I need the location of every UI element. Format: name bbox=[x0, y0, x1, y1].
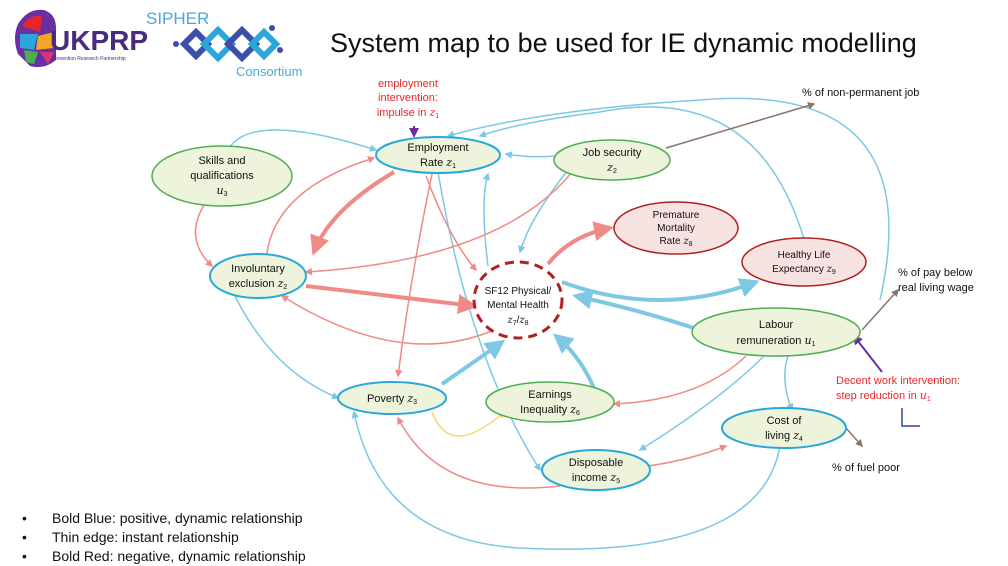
svg-text:Poverty z3: Poverty z3 bbox=[367, 392, 417, 406]
edge-employment-to-disposable bbox=[437, 171, 541, 472]
step-function-icon bbox=[901, 408, 920, 427]
svg-text:living z4: living z4 bbox=[765, 429, 803, 443]
svg-text:Involuntary: Involuntary bbox=[231, 263, 285, 275]
pay-below-label-line2: real living wage bbox=[898, 282, 974, 294]
node-disposable-income: Disposable income z5 bbox=[541, 449, 651, 491]
edge-poverty-to-earnings bbox=[431, 411, 506, 437]
svg-text:Skills and: Skills and bbox=[198, 155, 245, 167]
svg-text:Disposable: Disposable bbox=[569, 457, 623, 469]
node-skills-qualifications: Skills and qualifications u3 bbox=[151, 145, 293, 207]
edge-jobsecurity-to-sf12 bbox=[518, 169, 569, 254]
svg-text:step reduction in u1: step reduction in u1 bbox=[836, 389, 931, 403]
edge-jobsecurity-to-employment bbox=[504, 151, 557, 159]
non-permanent-job-label: % of non-permanent job bbox=[802, 87, 919, 99]
edge-cost-to-poverty bbox=[351, 410, 781, 550]
svg-text:z2: z2 bbox=[606, 161, 617, 175]
node-earnings-inequality: Earnings Inequality z6 bbox=[485, 381, 615, 423]
edge-disposable-to-poverty bbox=[397, 416, 561, 489]
edge-big-outer-to-employment bbox=[446, 97, 890, 301]
edge-disposable-to-cost bbox=[647, 444, 728, 467]
edge-skills-to-employment bbox=[227, 129, 378, 152]
svg-text:SF12 Physical/: SF12 Physical/ bbox=[485, 286, 552, 297]
edge-healthy-to-employment bbox=[478, 106, 807, 247]
edge-earnings-to-sf12 bbox=[552, 333, 596, 389]
edge-involuntary-to-sf12 bbox=[305, 284, 478, 315]
edge-labour-to-paybelow bbox=[861, 288, 900, 331]
edge-involuntary-to-employment bbox=[265, 156, 376, 263]
decent-work-intervention-label: Decent work intervention: step reduction… bbox=[836, 375, 960, 403]
edge-employment-to-poverty bbox=[395, 173, 433, 378]
edge-jobsecurity-to-involuntary bbox=[304, 171, 573, 276]
edge-sf12-to-involuntary bbox=[280, 295, 495, 345]
node-sf12-health: SF12 Physical/ Mental Health z7/z8 bbox=[472, 260, 564, 340]
svg-text:income z5: income z5 bbox=[572, 471, 620, 485]
svg-text:Rate z8: Rate z8 bbox=[659, 236, 692, 248]
svg-text:Inequality z6: Inequality z6 bbox=[520, 403, 580, 417]
sipher-logo: SIPHER Consortium bbox=[146, 9, 302, 79]
node-poverty: Poverty z3 bbox=[337, 381, 447, 415]
svg-text:Job security: Job security bbox=[583, 147, 642, 159]
edge-poverty-to-sf12 bbox=[440, 339, 506, 386]
sipher-nodes-icon bbox=[173, 25, 283, 53]
svg-text:employment: employment bbox=[378, 78, 438, 90]
edge-labour-to-disposable bbox=[638, 355, 765, 451]
node-premature-mortality: Premature Mortality Rate z8 bbox=[613, 201, 739, 255]
sipher-logo-subtext: Consortium bbox=[236, 64, 302, 79]
edge-skills-to-involuntary bbox=[194, 195, 214, 268]
fuel-poor-label: % of fuel poor bbox=[832, 462, 900, 474]
svg-text:impulse in z1: impulse in z1 bbox=[377, 106, 439, 120]
legend-item-bold-blue: Bold Blue: positive, dynamic relationshi… bbox=[22, 509, 306, 528]
edge-jobsecurity-to-nonpermanent bbox=[665, 102, 816, 149]
node-job-security: Job security z2 bbox=[553, 139, 671, 181]
edge-employment-to-involuntary bbox=[310, 170, 396, 256]
legend-item-bold-red: Bold Red: negative, dynamic relationship bbox=[22, 547, 306, 566]
edge-labour-to-earnings bbox=[612, 355, 747, 408]
edge-cost-to-fuelpoor bbox=[845, 427, 863, 448]
legend-list: Bold Blue: positive, dynamic relationshi… bbox=[22, 509, 306, 566]
svg-text:Earnings: Earnings bbox=[528, 389, 572, 401]
svg-text:Expectancy z9: Expectancy z9 bbox=[772, 264, 836, 276]
edge-labour-to-sf12 bbox=[572, 289, 701, 332]
node-involuntary-exclusion: Involuntary exclusion z2 bbox=[209, 253, 307, 299]
edge-labour-to-cost bbox=[784, 355, 794, 412]
sipher-chain-icon bbox=[179, 25, 281, 63]
node-cost-of-living: Cost of living z4 bbox=[721, 407, 847, 449]
legend-item-thin-edge: Thin edge: instant relationship bbox=[22, 528, 306, 547]
svg-text:exclusion z2: exclusion z2 bbox=[229, 277, 288, 291]
svg-text:Decent work intervention:: Decent work intervention: bbox=[836, 375, 960, 387]
employment-intervention-label: employment intervention: impulse in z1 bbox=[377, 78, 439, 120]
svg-text:Premature: Premature bbox=[653, 210, 700, 221]
svg-text:Cost of: Cost of bbox=[767, 415, 803, 427]
svg-text:remuneration u1: remuneration u1 bbox=[737, 334, 816, 348]
node-labour-remuneration: Labour remuneration u1 bbox=[691, 307, 861, 357]
ukprp-head-icon bbox=[15, 9, 56, 68]
ukprp-logo-subtext: Prevention Research Partnership bbox=[52, 56, 126, 62]
svg-text:Employment: Employment bbox=[407, 142, 468, 154]
ukprp-logo-text: UKPRP bbox=[50, 25, 148, 56]
svg-text:Labour: Labour bbox=[759, 319, 794, 331]
svg-text:Rate z1: Rate z1 bbox=[420, 156, 456, 170]
edge-sf12-to-premature bbox=[546, 221, 614, 266]
edge-employment-to-sf12 bbox=[425, 175, 477, 272]
svg-text:qualifications: qualifications bbox=[190, 170, 254, 182]
edge-sf12-to-employment bbox=[482, 172, 490, 267]
decent-work-intervention-arrow bbox=[852, 334, 883, 373]
pay-below-label-line1: % of pay below bbox=[898, 267, 973, 279]
node-healthy-life-expectancy: Healthy Life Expectancy z9 bbox=[741, 237, 867, 287]
svg-text:intervention:: intervention: bbox=[378, 92, 438, 104]
svg-text:z7/z8: z7/z8 bbox=[506, 315, 528, 327]
svg-text:Mortality: Mortality bbox=[657, 223, 695, 234]
sipher-logo-text: SIPHER bbox=[146, 9, 209, 28]
edge-involuntary-to-poverty bbox=[231, 289, 340, 400]
svg-text:Mental Health: Mental Health bbox=[487, 300, 549, 311]
ukprp-logo: UKPRP Prevention Research Partnership bbox=[15, 9, 148, 68]
svg-text:Healthy Life: Healthy Life bbox=[778, 250, 831, 261]
node-employment-rate: Employment Rate z1 bbox=[375, 136, 501, 174]
edge-sf12-to-healthy bbox=[561, 278, 760, 302]
svg-text:u3: u3 bbox=[217, 184, 228, 198]
slide-title: System map to be used for IE dynamic mod… bbox=[330, 28, 917, 58]
